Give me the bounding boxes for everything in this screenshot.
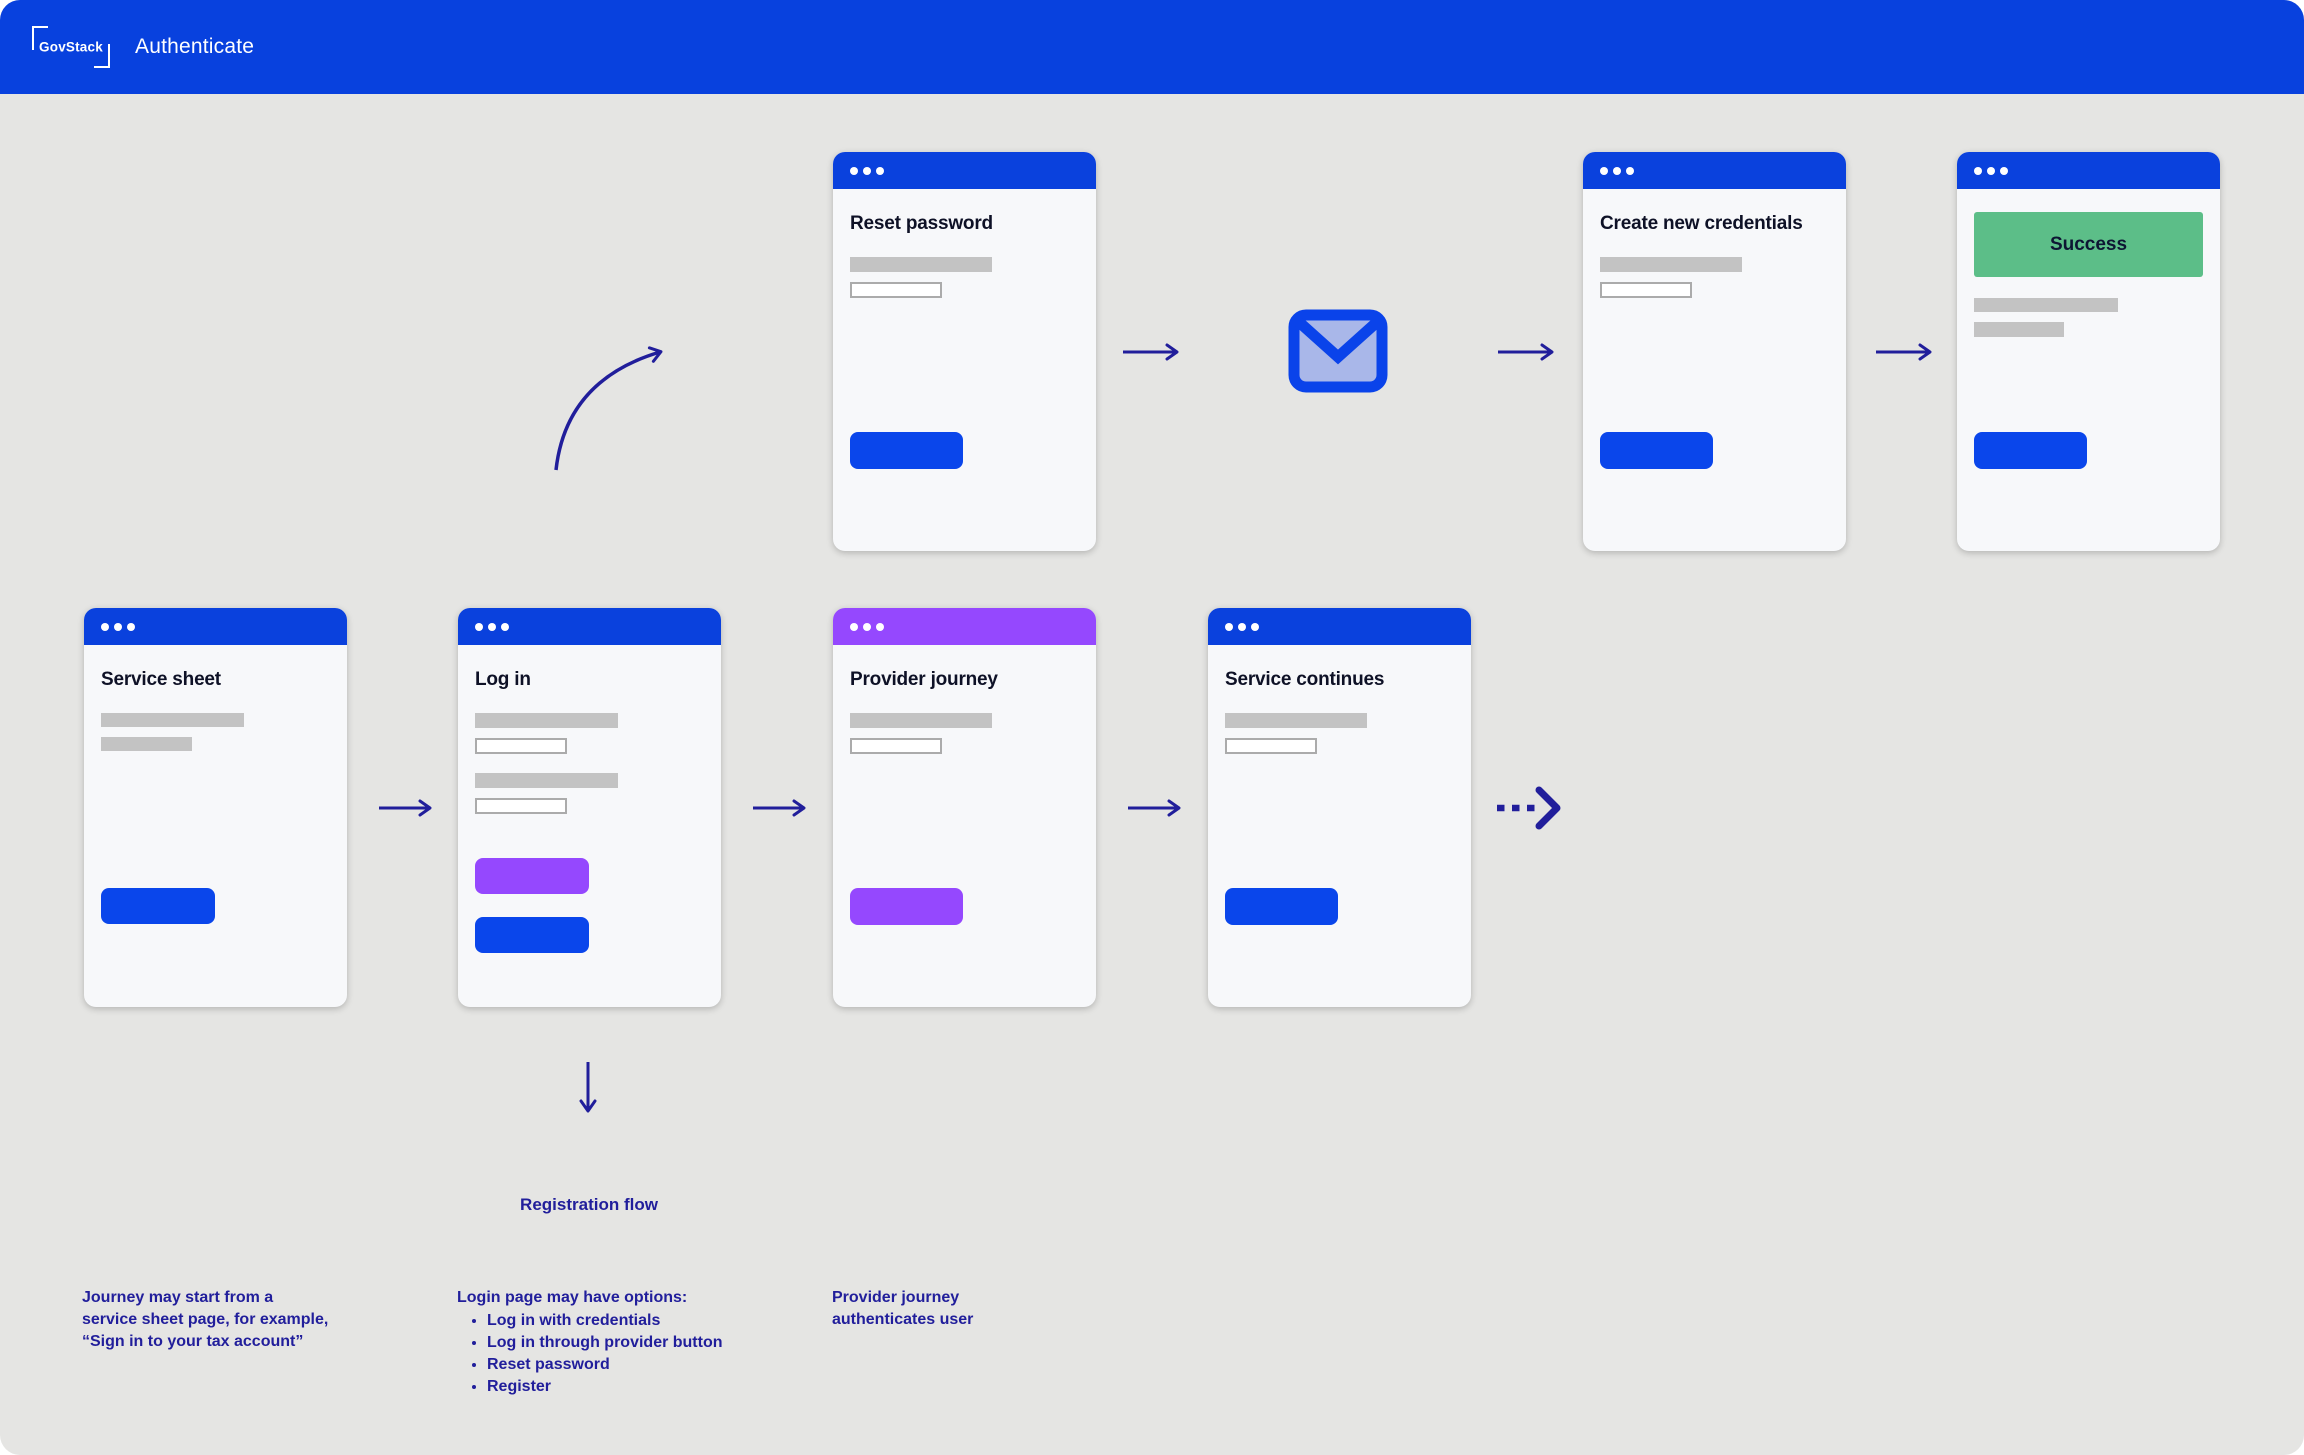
window-dot <box>1251 622 1259 631</box>
label-placeholder-bar <box>475 713 618 728</box>
window-dot <box>2000 166 2008 175</box>
text-placeholder-bar <box>1974 298 2118 312</box>
text-placeholder-bar <box>1974 322 2064 337</box>
note-journey-start: Journey may start from a service sheet p… <box>82 1287 328 1353</box>
window-titlebar <box>84 608 347 645</box>
note-line: authenticates user <box>832 1311 974 1328</box>
window-dot <box>1613 166 1621 175</box>
window-dot <box>1626 166 1634 175</box>
app-header: GovStack Authenticate <box>0 0 2304 94</box>
note-provider-auth: Provider journey authenticates user <box>832 1287 973 1331</box>
window-titlebar <box>1583 152 1846 189</box>
list-item: Reset password <box>487 1354 723 1376</box>
window-success: Success <box>1957 152 2220 551</box>
login-options-list: Log in with credentials Log in through p… <box>457 1310 723 1398</box>
primary-button-placeholder[interactable] <box>1974 432 2087 469</box>
window-dot <box>863 622 871 631</box>
provider-button-placeholder[interactable] <box>850 888 963 925</box>
window-dot <box>488 622 496 631</box>
note-line: Journey may start from a <box>82 1289 274 1306</box>
window-provider-journey: Provider journey <box>833 608 1096 1007</box>
window-title: Service sheet <box>101 669 221 690</box>
window-dot <box>1987 166 1995 175</box>
window-dot <box>1974 166 1982 175</box>
window-dot <box>114 622 122 631</box>
window-title: Service continues <box>1225 669 1385 690</box>
username-field-placeholder[interactable] <box>475 738 567 754</box>
note-login-options: Login page may have options: Log in with… <box>457 1287 723 1398</box>
window-dot <box>127 622 135 631</box>
window-reset-password: Reset password <box>833 152 1096 551</box>
window-dot <box>1600 166 1608 175</box>
window-dot <box>475 622 483 631</box>
primary-button-placeholder[interactable] <box>101 888 215 924</box>
primary-button-placeholder[interactable] <box>850 432 963 469</box>
window-dot <box>101 622 109 631</box>
list-item: Register <box>487 1376 723 1398</box>
label-placeholder-bar <box>850 257 992 272</box>
primary-button-placeholder[interactable] <box>1225 888 1338 925</box>
window-dot <box>876 622 884 631</box>
window-title: Reset password <box>850 213 993 234</box>
registration-flow-label: Registration flow <box>520 1195 658 1214</box>
list-item: Log in with credentials <box>487 1310 723 1332</box>
window-dot <box>1238 622 1246 631</box>
arrow-curved-to-reset <box>554 346 663 471</box>
text-placeholder-bar <box>101 737 192 751</box>
window-title: Provider journey <box>850 669 998 690</box>
window-dot <box>876 166 884 175</box>
success-banner: Success <box>1974 212 2203 277</box>
govstack-logo: GovStack <box>32 26 110 68</box>
window-titlebar <box>833 608 1096 645</box>
window-log-in: Log in <box>458 608 721 1007</box>
window-dot <box>1225 622 1233 631</box>
primary-button-placeholder[interactable] <box>1600 432 1713 469</box>
page-title: Authenticate <box>135 35 255 58</box>
window-titlebar <box>1957 152 2220 189</box>
input-field-placeholder[interactable] <box>1225 738 1317 754</box>
window-title: Log in <box>475 669 531 690</box>
note-line: service sheet page, for example, <box>82 1311 329 1328</box>
window-titlebar <box>833 152 1096 189</box>
provider-login-button-placeholder[interactable] <box>475 858 589 894</box>
label-placeholder-bar <box>1225 713 1367 728</box>
input-field-placeholder[interactable] <box>850 738 942 754</box>
window-dot <box>863 166 871 175</box>
window-title: Create new credentials <box>1600 213 1803 234</box>
govstack-logo-text: GovStack <box>39 39 103 55</box>
window-service-sheet: Service sheet <box>84 608 347 1007</box>
label-placeholder-bar <box>850 713 992 728</box>
email-envelope-icon <box>1288 309 1388 393</box>
window-service-continues: Service continues <box>1208 608 1471 1007</box>
dashed-continuation-chevron <box>1535 786 1561 830</box>
password-field-placeholder[interactable] <box>475 798 567 814</box>
input-field-placeholder[interactable] <box>850 282 942 298</box>
label-placeholder-bar <box>1600 257 1742 272</box>
note-line: “Sign in to your tax account” <box>82 1333 304 1350</box>
window-dot <box>850 166 858 175</box>
text-placeholder-bar <box>101 713 244 727</box>
window-titlebar <box>1208 608 1471 645</box>
note-line: Provider journey <box>832 1289 960 1306</box>
note-heading: Login page may have options: <box>457 1289 688 1306</box>
window-create-credentials: Create new credentials <box>1583 152 1846 551</box>
window-titlebar <box>458 608 721 645</box>
window-dot <box>850 622 858 631</box>
label-placeholder-bar <box>475 773 618 788</box>
input-field-placeholder[interactable] <box>1600 282 1692 298</box>
login-button-placeholder[interactable] <box>475 917 589 953</box>
list-item: Log in through provider button <box>487 1332 723 1354</box>
window-dot <box>501 622 509 631</box>
